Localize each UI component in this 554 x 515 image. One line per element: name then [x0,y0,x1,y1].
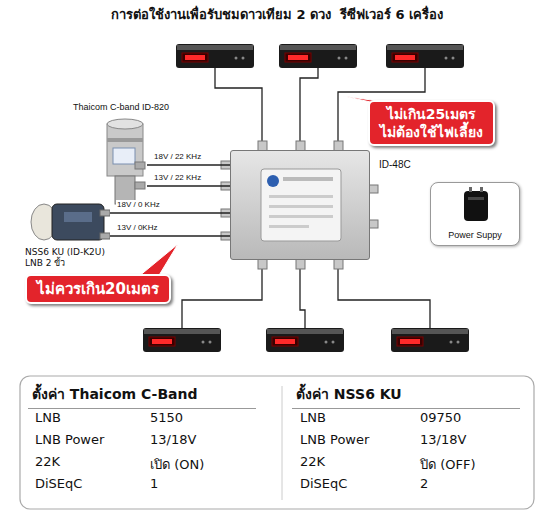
c-band-lnb: Thaicom C-band ID-820 [103,118,147,206]
diagram-title: การต่อใช้งานเพื่อรับชมดาวเทียม 2 ดวง รีซ… [0,4,554,25]
table-cell: DiSEqC [300,476,347,491]
table-cell: 1 [150,476,158,491]
table-cell: 22K [35,454,60,469]
table-heading: ตั้งค่า NSS6 KU [292,381,520,409]
multiswitch: ID-48C [230,150,370,260]
signal-label: 13V / 22 KHz [153,173,202,183]
table-cell: 13/18V [420,432,466,447]
table-cell: 22K [300,454,325,469]
table-heading: ตั้งค่า Thaicom C-Band [28,381,256,409]
signal-label: 18V / 0 KHz [116,200,161,210]
coax-cable [110,235,230,236]
table-cell: เปิด (ON) [150,454,204,475]
c-band-lnb-drawing [103,118,147,206]
callout-pointer [138,244,178,277]
switch-ports [221,141,378,269]
coax-cable [147,185,230,186]
callout-text: ไม่ควรเกิน20เมตร [37,279,159,299]
callout-text: ไม่ต้องใช้ไฟเลี้ยง [380,123,483,141]
power-supply-box: Power Suppy [430,182,520,246]
callout-text: ไม่เกิน25เมตร [380,105,483,123]
panel-divider [282,386,283,500]
coax-cable [110,212,230,213]
switch-model-label: ID-48C [379,159,411,170]
coax-cable [147,164,230,165]
signal-label: 18V / 22 KHz [153,152,202,162]
signal-label: 13V / 0KHz [116,223,158,233]
switch-body [231,151,371,261]
ku-lnb-drawing [30,200,110,245]
table-cell: 2 [420,476,428,491]
table-cell: 5150 [150,410,183,425]
table-cell: 13/18V [150,432,196,447]
callout-box: ไม่เกิน25เมตรไม่ต้องใช้ไฟเลี้ยง [368,100,495,146]
power-supply-label: Power Suppy [431,230,519,240]
callout-box: ไม่ควรเกิน20เมตร [25,274,171,304]
table-cell: LNB [300,410,326,425]
table-cell: 09750 [420,410,461,425]
lnb-label: Thaicom C-band ID-820 [73,102,169,112]
lnb-label: NSS6 KU (ID-K2U) LNB 2 ขั้ว [25,247,111,269]
table-cell: LNB Power [300,432,369,447]
settings-panel [20,376,534,509]
table-cell: LNB Power [35,432,104,447]
table-cell: DiSEqC [35,476,82,491]
ku-lnb: NSS6 KU (ID-K2U) LNB 2 ขั้ว [30,200,110,245]
table-cell: ปิด (OFF) [420,454,475,475]
receivers [143,44,469,352]
table-cell: LNB [35,410,61,425]
